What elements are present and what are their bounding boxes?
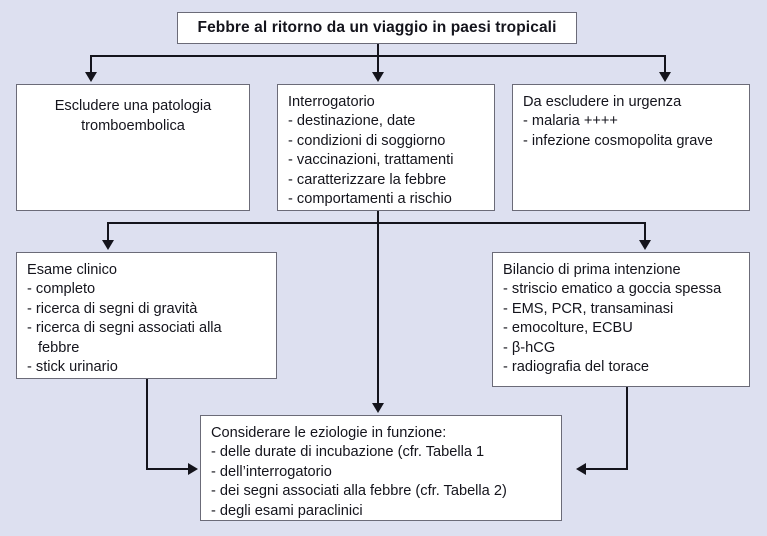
list-item: - β-hCG [503, 339, 556, 356]
connector-clinical-exam-right [146, 468, 188, 470]
arrow-to-etiologies-center [372, 403, 384, 413]
list-item: - EMS, PCR, transaminasi [503, 300, 674, 317]
list-item: - caratterizzare la febbre [288, 171, 447, 188]
list-item: - dei segni associati alla febbre (cfr. … [211, 483, 507, 500]
connector-interrogation-to-etiologies [377, 211, 379, 403]
arrow-to-interrogation [372, 72, 384, 82]
list-item: - infezione cosmopolita grave [523, 132, 713, 149]
connector-title-stem [377, 44, 379, 56]
first-line-workup-heading: Bilancio di prima intenzione [503, 262, 681, 278]
list-item: - comportamenti a rischio [288, 191, 452, 208]
arrow-to-first-line-workup [639, 240, 651, 250]
node-urgent: Da escludere in urgenza - malaria ++++ -… [512, 84, 750, 211]
list-item: - vaccinazioni, trattamenti [288, 152, 454, 169]
list-item-continuation: febbre [38, 339, 80, 356]
list-item: - emocolture, ECBU [503, 320, 633, 337]
list-item: - malaria ++++ [523, 113, 618, 130]
list-item: - destinazione, date [288, 113, 416, 130]
list-item: - degli esami paraclinici [211, 502, 363, 519]
list-item: - ricerca di segni di gravità [27, 300, 198, 317]
arrow-to-etiologies-left [188, 463, 198, 475]
node-title: Febbre al ritorno da un viaggio in paesi… [177, 12, 577, 44]
node-thromboembolic: Escludere una patologia tromboembolica [16, 84, 250, 211]
connector-to-clinical-exam [107, 222, 109, 240]
connector-first-line-workup-down [626, 387, 628, 470]
list-item: - radiografia del torace [503, 359, 650, 376]
connector-to-urgent [664, 55, 666, 73]
list-item: - dell’interrogatorio [211, 463, 332, 480]
arrow-to-urgent [659, 72, 671, 82]
connector-row2-bus [107, 222, 646, 224]
node-first-line-workup: Bilancio di prima intenzione - striscio … [492, 252, 750, 387]
arrow-to-thromboembolic [85, 72, 97, 82]
urgent-heading: Da escludere in urgenza [523, 94, 682, 110]
page-title: Febbre al ritorno da un viaggio in paesi… [197, 19, 557, 36]
arrow-to-clinical-exam [102, 240, 114, 250]
connector-to-first-line-workup [644, 222, 646, 240]
list-item: - completo [27, 281, 96, 298]
list-item: - delle durate di incubazione (cfr. Tabe… [211, 444, 485, 461]
thromboembolic-heading-line2: tromboembolica [81, 118, 185, 134]
list-item: - condizioni di soggiorno [288, 132, 446, 149]
list-item: - stick urinario [27, 359, 118, 376]
connector-clinical-exam-down [146, 379, 148, 470]
node-etiologies: Considerare le eziologie in funzione: - … [200, 415, 562, 521]
thromboembolic-heading: Escludere una patologia [54, 98, 212, 114]
etiologies-heading: Considerare le eziologie in funzione: [211, 425, 447, 441]
connector-first-line-workup-left [586, 468, 628, 470]
clinical-exam-heading: Esame clinico [27, 262, 118, 278]
connector-to-interrogation [377, 55, 379, 73]
arrow-to-etiologies-right [576, 463, 586, 475]
node-interrogation: Interrogatorio - destinazione, date - co… [277, 84, 495, 211]
list-item: - striscio ematico a goccia spessa [503, 281, 722, 298]
list-item: - ricerca di segni associati alla [27, 320, 222, 337]
interrogation-heading: Interrogatorio [288, 94, 375, 110]
connector-to-thromboembolic [90, 55, 92, 73]
node-clinical-exam: Esame clinico - completo - ricerca di se… [16, 252, 277, 379]
